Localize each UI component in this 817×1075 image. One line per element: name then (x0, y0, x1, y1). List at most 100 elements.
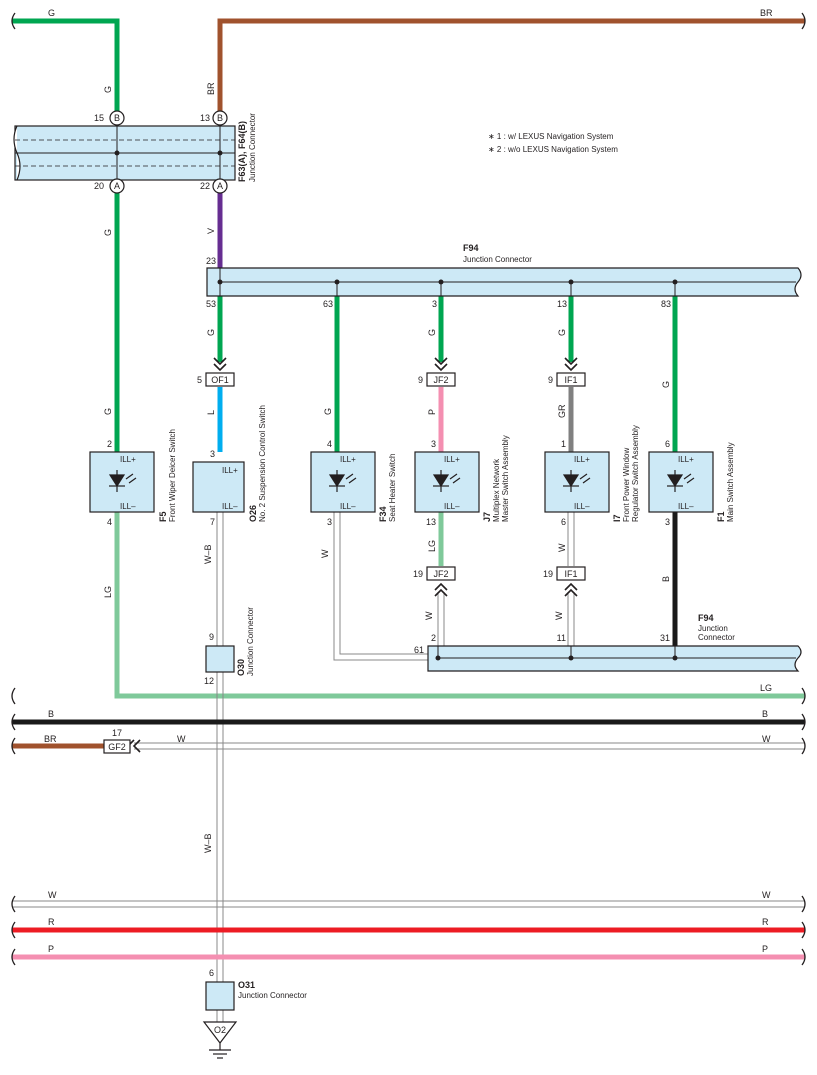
pin-label: ILL+ (574, 455, 590, 464)
inline-connector-id: JF2 (433, 375, 448, 385)
pin-label: ILL+ (678, 455, 694, 464)
pin-number: 61 (414, 645, 424, 655)
connector-name: Junction Connector (248, 113, 257, 182)
pin-number: 6 (561, 517, 566, 527)
pin-label: ILL– (574, 502, 590, 511)
component-name: Multiplex Network (492, 458, 501, 522)
component-id: F5 (158, 511, 168, 522)
wire-label: W–B (203, 833, 213, 853)
wire-label: B (661, 576, 671, 582)
wire-label: W (762, 734, 771, 744)
inline-connector-gf2 (103, 739, 131, 754)
pin-number: 19 (413, 569, 423, 579)
component-id: F1 (716, 511, 726, 522)
inline-connector-id: JF2 (433, 569, 448, 579)
wire-label: G (103, 229, 113, 236)
component-name: Seat Heater Switch (388, 454, 397, 522)
pin-number: 63 (323, 299, 333, 309)
pin-number: 3 (327, 517, 332, 527)
pin-number: 23 (206, 256, 216, 266)
pin-number: 4 (107, 517, 112, 527)
connector-id: O31 (238, 980, 255, 990)
pin-number: 6 (209, 968, 214, 978)
wire-label: G (661, 381, 671, 388)
pin-label: ILL– (120, 502, 136, 511)
wire-label: W (424, 611, 434, 620)
wire-label: W (762, 890, 771, 900)
component-name: Front Power Window (622, 448, 631, 522)
wire-label: G (557, 329, 567, 336)
pin-number: 1 (561, 439, 566, 449)
pin-number: 9 (548, 375, 553, 385)
wire-label: G (323, 408, 333, 415)
connector-name: Junction Connector (238, 991, 307, 1000)
component-name: Front Wiper Deicer Switch (168, 429, 177, 522)
component-id: O26 (248, 505, 258, 522)
component-name: Main Switch Assembly (726, 442, 735, 522)
pin-number: 5 (197, 375, 202, 385)
inline-connector-boxes (205, 372, 586, 387)
wire-label: R (762, 917, 769, 927)
component-name: Regulator Switch Assembly (631, 425, 640, 522)
pin-number: 20 (94, 181, 104, 191)
pin-number: 6 (665, 439, 670, 449)
pin-letter: B (114, 113, 120, 123)
pin-label: ILL– (444, 502, 460, 511)
pin-number: 19 (543, 569, 553, 579)
wire-label: V (206, 228, 216, 234)
pin-number: 13 (426, 517, 436, 527)
wire-label: BR (206, 82, 216, 95)
pin-number: 7 (210, 517, 215, 527)
wire-label: G (206, 329, 216, 336)
wire-label: W (177, 734, 186, 744)
pin-number: 15 (94, 113, 104, 123)
note: ∗ 1 : w/ LEXUS Navigation System (488, 132, 614, 141)
white-wires (12, 512, 805, 1022)
connector-id: F94 (698, 613, 714, 623)
connector-name: Junction (698, 624, 728, 633)
pin-label: ILL– (340, 502, 356, 511)
connector-id: F63(A), F64(B) (237, 121, 247, 182)
pin-number: 13 (200, 113, 210, 123)
arrow-markers-down (213, 357, 578, 372)
wire-label: LG (760, 683, 772, 693)
connector-id: O30 (236, 659, 246, 676)
pin-number: 4 (327, 439, 332, 449)
wire-label: B (48, 709, 54, 719)
pin-label: ILL+ (120, 455, 136, 464)
inline-connector-boxes-bottom (426, 566, 586, 581)
wire-label: R (48, 917, 55, 927)
wire-label: P (427, 409, 437, 415)
component-id: I7 (612, 514, 622, 522)
junction-connector-o31 (205, 981, 235, 1011)
wire-label: G (103, 86, 113, 93)
wire-label: W (557, 543, 567, 552)
note: ∗ 2 : w/o LEXUS Navigation System (488, 145, 618, 154)
wire-label: W (320, 549, 330, 558)
pin-number: 3 (431, 439, 436, 449)
junction-connector-f94-top (206, 267, 802, 297)
pin-letter: A (114, 181, 120, 191)
inline-connector-id: IF1 (564, 569, 577, 579)
component-name: No. 2 Suspension Control Switch (258, 405, 267, 522)
pin-letter: B (217, 113, 223, 123)
pin-number: 2 (431, 633, 436, 643)
pin-label: ILL– (678, 502, 694, 511)
pin-number: 3 (432, 299, 437, 309)
inline-connector-id: GF2 (108, 742, 126, 752)
pin-label: ILL+ (222, 466, 238, 475)
component-id: J7 (482, 512, 492, 522)
wire-label: W–B (203, 544, 213, 564)
connector-id: F94 (463, 243, 479, 253)
wire-label: BR (44, 734, 57, 744)
ground-id: O2 (214, 1025, 226, 1035)
arrow-markers-up (434, 582, 578, 597)
junction-connector-f63 (13, 125, 236, 181)
led-symbols (108, 470, 695, 492)
connector-name: Junction Connector (246, 607, 255, 676)
wire-label: W (48, 890, 57, 900)
junction-connector-f94-bottom (427, 645, 802, 672)
inline-connector-id: OF1 (211, 375, 229, 385)
wire-g-top (12, 18, 120, 118)
